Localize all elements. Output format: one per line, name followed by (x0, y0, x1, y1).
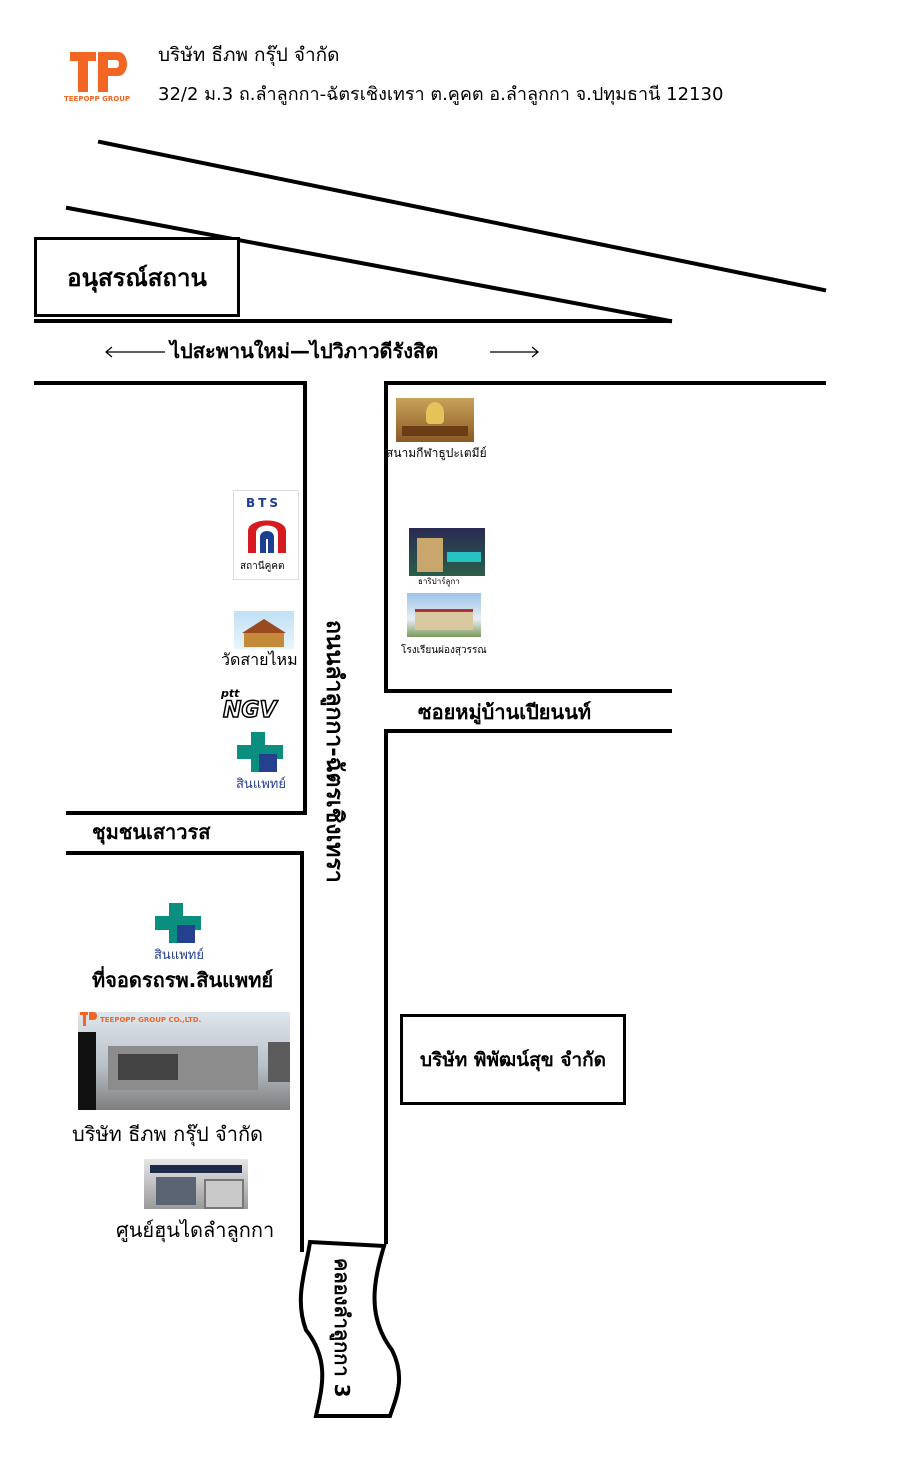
canal-label: คลองลำลูกกา 3 (330, 1258, 354, 1398)
neighbor-company-label: บริษัท พิพัฒน์สุข จำกัด (420, 1048, 606, 1071)
monument-box: อนุสรณ์สถาน (34, 237, 240, 317)
ngv-text: NGV (222, 698, 277, 723)
hospital-logo-2: สินแพทย์ (150, 903, 206, 965)
bts-logo-text: BTS (246, 496, 281, 510)
company-logo: TEEPOPP GROUP (62, 50, 134, 106)
school-photo (407, 593, 481, 637)
bts-logo: BTS สถานีคูคต (233, 490, 299, 580)
school-label: โรงเรียนผ่องสุวรรณ (401, 645, 487, 656)
logo-icon (70, 52, 127, 92)
hospital-cross-icon (237, 732, 283, 772)
logo-text: TEEPOPP GROUP (64, 95, 131, 103)
hospital-logo-2-text: สินแพทย์ (154, 948, 204, 963)
soi-label: ซอยหมู่บ้านเปียนนท์ (418, 700, 592, 724)
neighbor-company-box: บริษัท พิพัฒน์สุข จำกัด (400, 1014, 626, 1105)
hospital-logo-1: สินแพทย์ (232, 732, 288, 794)
company-photo: TEEPOPP GROUP CO.,LTD. (78, 1012, 290, 1110)
school-small-label: ธาริปาร์ลูกา (418, 577, 460, 586)
direction-label: ไปสะพานใหม่—ไปวิภาวดีรังสิต (170, 339, 439, 363)
temple-label: วัดสายไหม (221, 650, 298, 669)
main-road-label: ถนนลำลูกกา-ฉัตรเชิงเทรา (321, 620, 347, 883)
bts-station-label: สถานีคูคต (240, 561, 285, 572)
stadium-label: สนามกีฬาธูปะเตมีย์ (386, 446, 487, 460)
community-label: ชุมชนเสาวรส (92, 820, 211, 844)
company-photo-logo-icon (80, 1012, 97, 1026)
temple-photo (234, 611, 294, 649)
canal-shape (298, 1239, 402, 1418)
school-small-photo (409, 528, 485, 576)
company-address: 32/2 ม.3 ถ.ลำลูกกา-ฉัตรเชิงเทรา ต.คูคต อ… (158, 84, 724, 105)
hospital-cross-icon-2 (155, 903, 201, 943)
company-label: บริษัท ธีภพ กรุ๊ป จำกัด (72, 1122, 264, 1146)
hospital-parking-label: ที่จอดรถรพ.สินแพทย์ (92, 968, 274, 992)
hyundai-photo (144, 1159, 248, 1209)
company-name: บริษัท ธีภพ กรุ๊ป จำกัด (158, 44, 340, 66)
bts-icon (248, 520, 286, 553)
monument-label: อนุสรณ์สถาน (67, 263, 207, 292)
ptt-text: ptt (221, 687, 240, 700)
stadium-photo (396, 398, 474, 442)
hyundai-label: ศูนย์ฮุนไดลำลูกกา (116, 1218, 275, 1242)
company-photo-label: TEEPOPP GROUP CO.,LTD. (100, 1016, 202, 1024)
hospital-logo-1-text: สินแพทย์ (236, 777, 286, 792)
ptt-ngv-logo: ptt NGV (213, 688, 291, 722)
